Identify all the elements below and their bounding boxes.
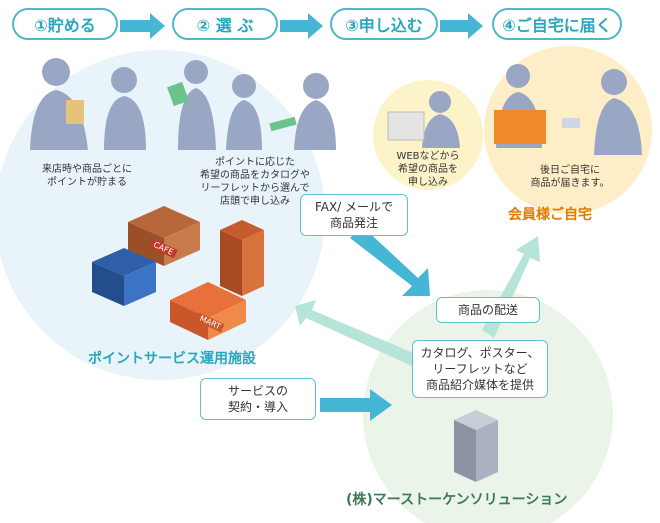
step-4-pill: ④ご自宅に届く (492, 8, 622, 40)
caption-line: リーフレットから選んで (200, 183, 310, 194)
arrow-fax-to-company (350, 226, 430, 296)
box-line: 契約・導入 (227, 400, 288, 414)
step-arrow-2 (280, 13, 323, 39)
step-2-pill: ② 選 ぶ (172, 8, 278, 40)
fax-order-box: FAX/ メールで 商品発注 (300, 194, 408, 236)
delivery-box: 商品の配送 (436, 297, 540, 323)
people-step2 (167, 60, 336, 150)
box-line: 商品の配送 (457, 303, 518, 317)
box-line: 商品紹介媒体を提供 (425, 378, 534, 392)
step-arrow-3 (440, 13, 483, 39)
caption-line: ポイントが貯まる (47, 177, 127, 188)
box-line: サービスの (227, 384, 288, 398)
box-line: リーフレットなど (432, 362, 528, 376)
caption-line: WEBなどから (396, 151, 460, 162)
step-arrow-1 (120, 13, 165, 39)
company-label: (株)マーストーケンソリューション (346, 492, 568, 508)
caption-step3: WEBなどから 希望の商品を 申し込み (378, 150, 478, 189)
step-3-pill: ③申し込む (330, 8, 438, 40)
people-step3 (387, 91, 460, 148)
caption-line: 希望の商品をカタログや (200, 170, 310, 181)
arrow-catalog-to-facility (295, 300, 418, 366)
box-line: カタログ、ポスター、 (420, 346, 540, 360)
box-line: FAX/ メールで (314, 200, 394, 214)
facility-buildings (92, 206, 264, 340)
catalog-box: カタログ、ポスター、 リーフレットなど 商品紹介媒体を提供 (412, 340, 548, 398)
caption-line: 申し込み (408, 177, 448, 188)
caption-line: 来店時や商品ごとに (42, 164, 132, 175)
step-1-pill: ①貯める (12, 8, 118, 40)
arrow-service-to-company (320, 389, 392, 421)
caption-step4: 後日ご自宅に 商品が届きます。 (520, 164, 620, 190)
caption-line: 希望の商品を (398, 164, 458, 175)
box-line: 商品発注 (329, 216, 378, 230)
caption-step2: ポイントに応じた 希望の商品をカタログや リーフレットから選んで 店頭で申し込み (180, 156, 330, 208)
company-building (454, 410, 498, 482)
caption-line: ポイントに応じた (215, 157, 295, 168)
facility-label: ポイントサービス運用施設 (88, 351, 256, 367)
caption-line: 商品が届きます。 (530, 178, 610, 189)
caption-line: 後日ご自宅に (540, 165, 600, 176)
people-step4 (494, 64, 642, 155)
caption-step1: 来店時や商品ごとに ポイントが貯まる (22, 163, 152, 189)
caption-line: 店頭で申し込み (220, 196, 290, 207)
people-step1 (30, 58, 146, 150)
service-box: サービスの 契約・導入 (200, 378, 316, 420)
member-home-label: 会員様ご自宅 (508, 207, 592, 223)
